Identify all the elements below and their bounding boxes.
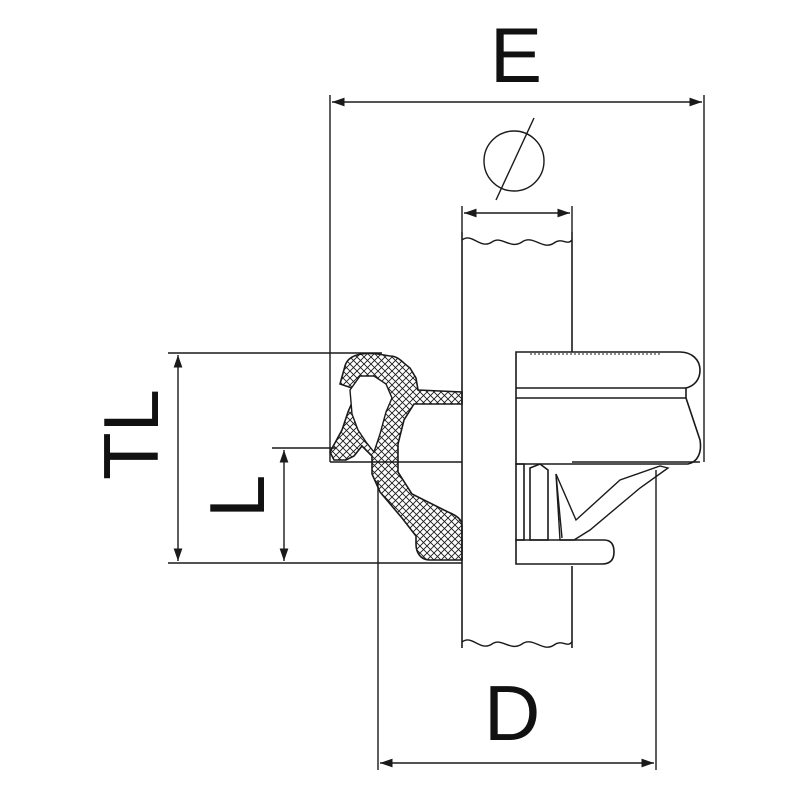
dimension-shaft xyxy=(461,206,573,232)
dimension-tl: TL xyxy=(87,352,462,564)
label-d: D xyxy=(484,669,540,757)
dimension-l: L xyxy=(193,447,336,561)
label-e: E xyxy=(490,11,542,99)
break-line-bottom xyxy=(461,639,573,648)
clip-section xyxy=(329,352,463,561)
clip-body xyxy=(515,351,702,565)
clip-section-void xyxy=(349,375,393,454)
break-line-top xyxy=(461,237,573,246)
clip-section-body xyxy=(329,352,463,561)
diameter-icon xyxy=(483,117,545,201)
shaft xyxy=(461,232,573,648)
label-tl: TL xyxy=(87,389,175,480)
dimension-e: E xyxy=(329,11,705,462)
dimension-d: D xyxy=(377,470,657,770)
label-l: L xyxy=(193,475,281,518)
